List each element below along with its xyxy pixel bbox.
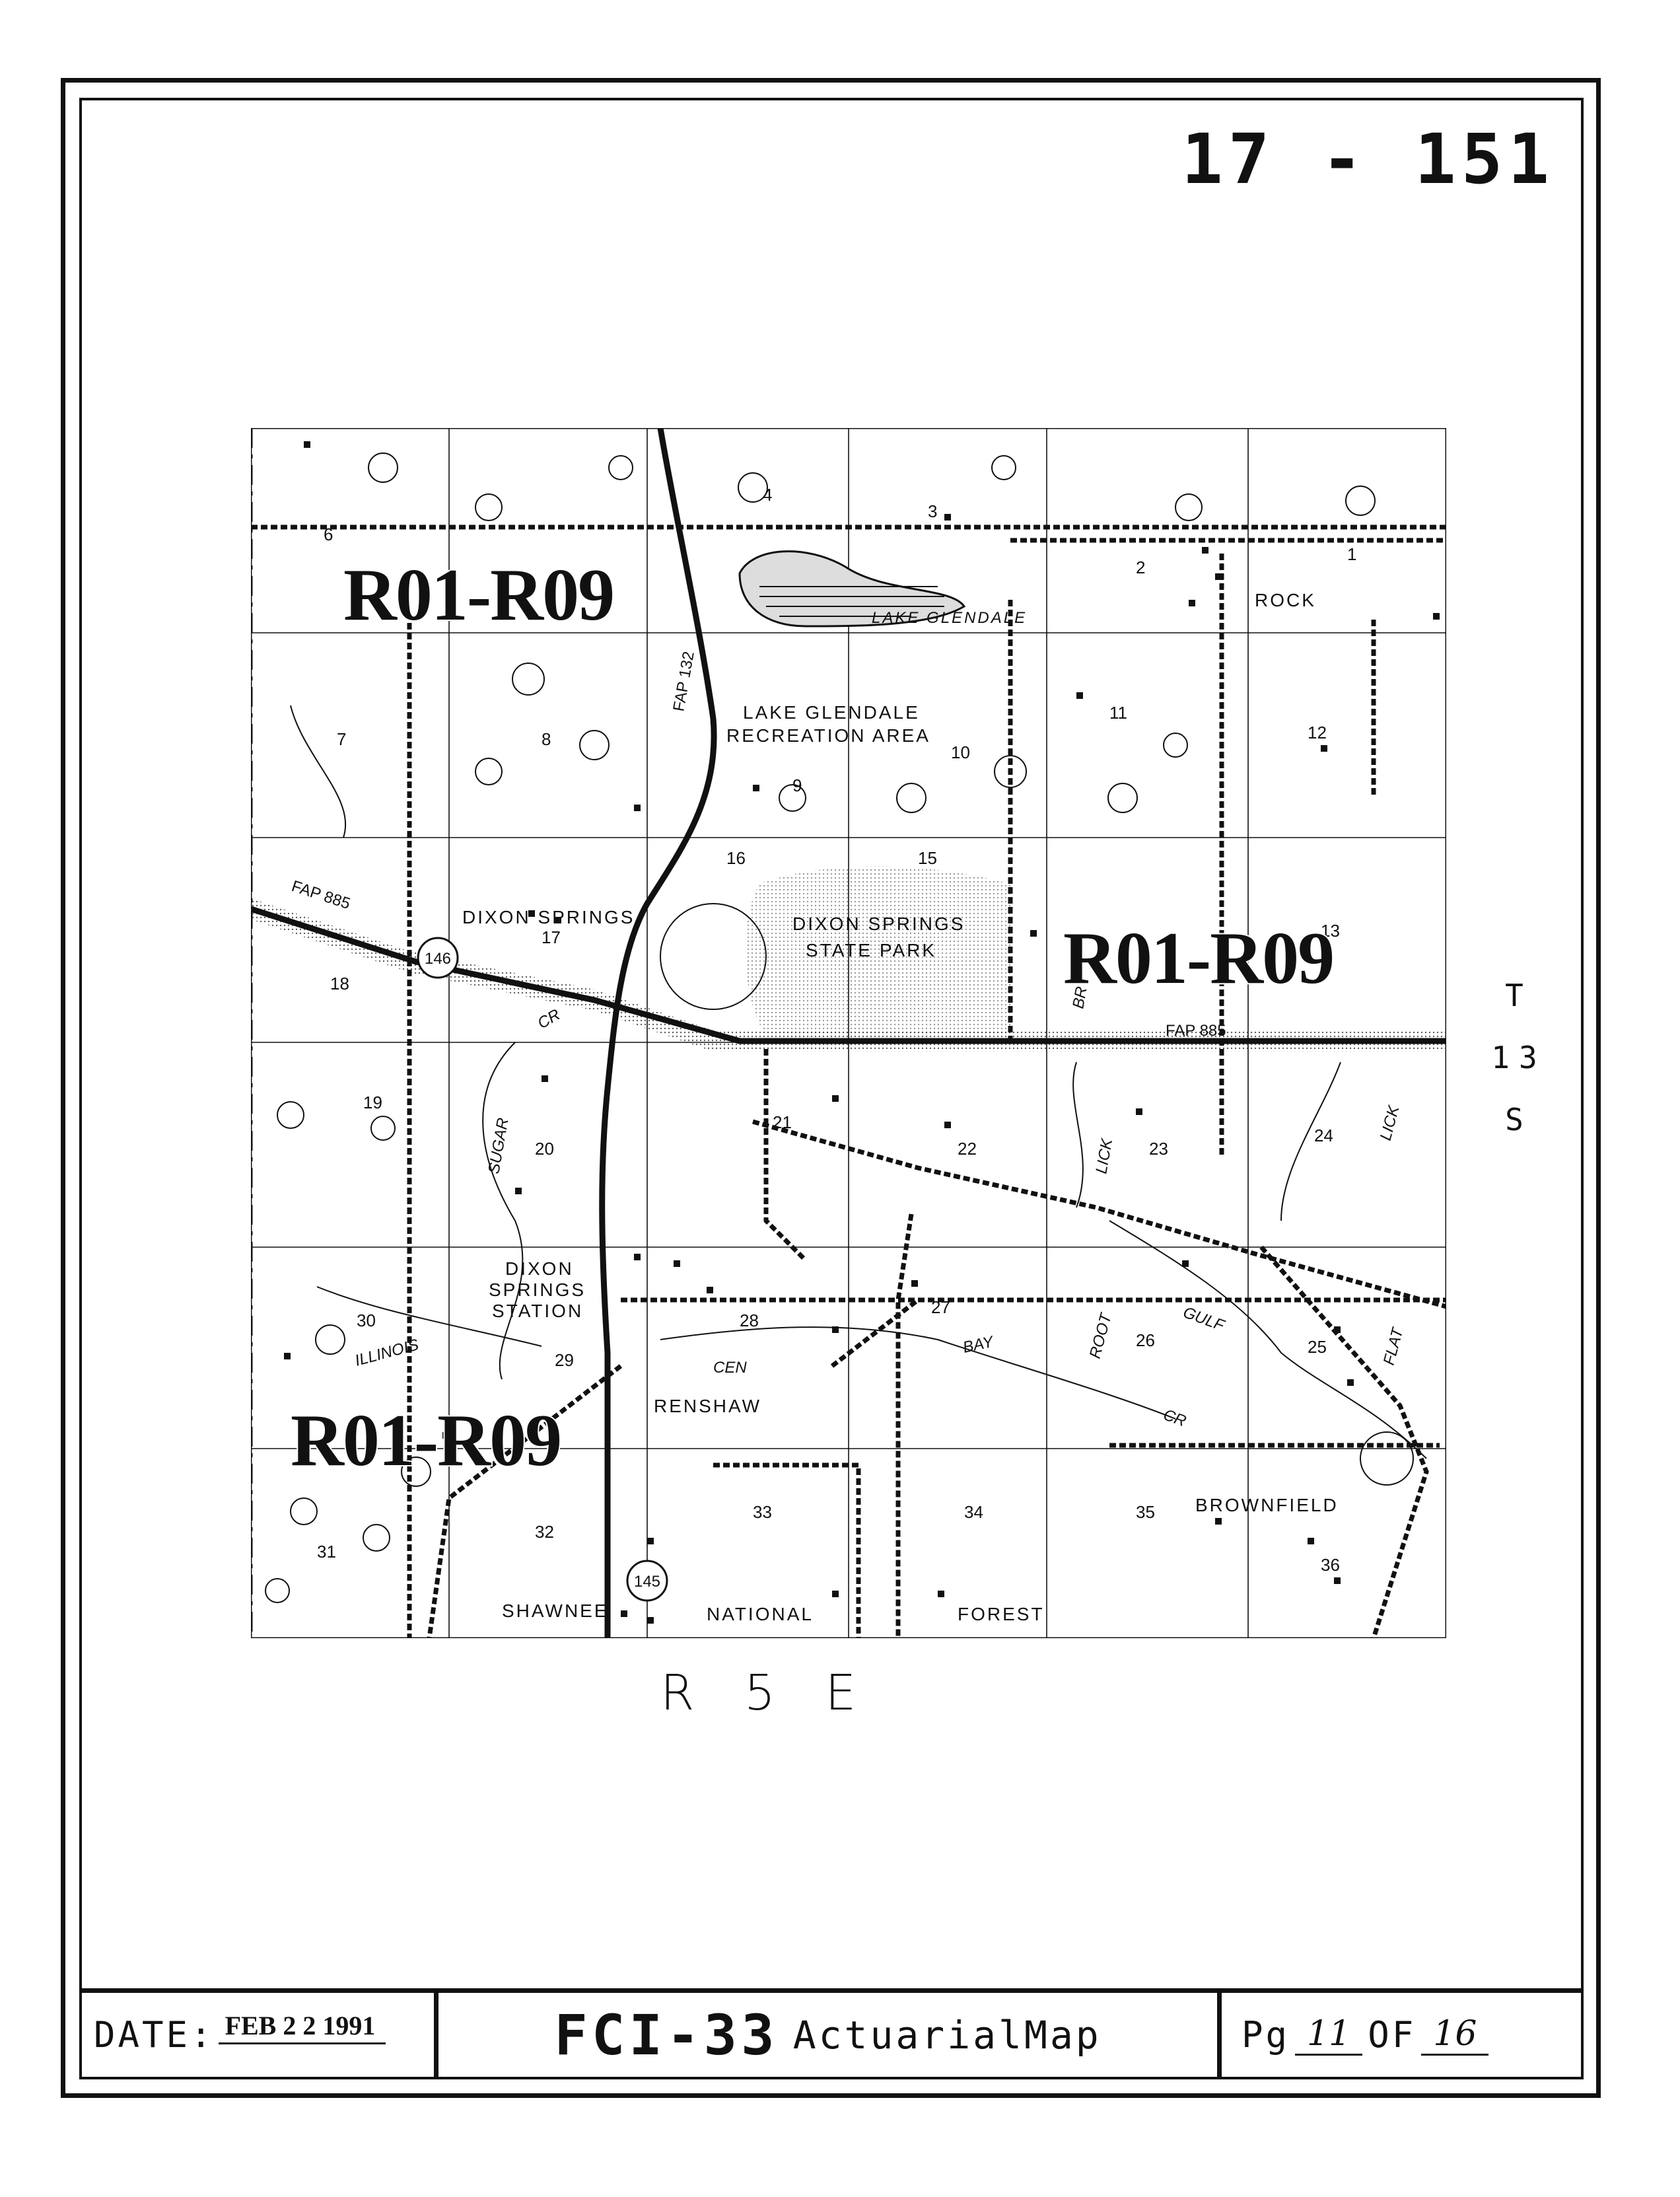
- section-number: 27: [931, 1297, 950, 1317]
- route-146-label: 146: [425, 950, 451, 968]
- place-station-2: SPRINGS: [489, 1279, 586, 1300]
- place-recreation-area-2: RECREATION AREA: [726, 725, 930, 746]
- section-number: 30: [357, 1311, 376, 1330]
- section-numbers: 1 2 3 4 6 7 8 9 10 11 12 13 15 16 17 18 …: [317, 485, 1356, 1575]
- section-number: 25: [1308, 1337, 1327, 1357]
- place-state-park-2: STATE PARK: [806, 940, 936, 960]
- brownfield-ring: [1360, 1431, 1414, 1486]
- place-state-park-1: DIXON SPRINGS: [792, 914, 965, 934]
- township-map: 1 2 3 4 6 7 8 9 10 11 12 13 15 16 17 18 …: [251, 428, 1446, 1638]
- section-number: 12: [1308, 723, 1327, 742]
- section-number: 24: [1314, 1126, 1333, 1145]
- state-park-area: [745, 866, 1010, 1036]
- section-number: 4: [763, 485, 772, 505]
- date-label: DATE:: [94, 2014, 215, 2056]
- route-145-shield: [626, 1560, 668, 1602]
- section-number: 31: [317, 1542, 336, 1562]
- place-dixon-springs: DIXON SPRINGS: [462, 907, 635, 927]
- section-number: 11: [1109, 703, 1127, 723]
- section-number: 2: [1136, 558, 1145, 577]
- section-number: 8: [542, 729, 551, 749]
- page-total: 16: [1421, 2014, 1489, 2056]
- section-number: 22: [958, 1139, 977, 1159]
- rating-stamps: R01-R09 R01-R09 R01-R09: [289, 553, 1336, 1483]
- fap-885-road: [251, 906, 1446, 1044]
- inner-frame: [79, 98, 1584, 2079]
- map-panel: 1 2 3 4 6 7 8 9 10 11 12 13 15 16 17 18 …: [251, 428, 1446, 1638]
- section-number: 35: [1136, 1502, 1155, 1522]
- section-number: 28: [740, 1311, 759, 1330]
- creek-br: BR: [1069, 986, 1090, 1011]
- stamp-northwest: R01-R09: [343, 554, 613, 636]
- lake-glendale: [738, 550, 966, 628]
- section-number: 36: [1321, 1555, 1340, 1575]
- section-number: 33: [753, 1502, 772, 1522]
- township-label: T 13 S: [1479, 964, 1558, 1151]
- place-station-1: DIXON: [505, 1258, 574, 1279]
- section-number: 1: [1347, 544, 1356, 564]
- place-national: NATIONAL: [707, 1604, 814, 1624]
- section-number: 17: [542, 927, 561, 947]
- section-number: 10: [951, 742, 970, 762]
- lake-hatch: [759, 586, 944, 617]
- section-number: 18: [330, 974, 349, 993]
- section-number: 32: [535, 1522, 554, 1542]
- township-letter: T: [1505, 978, 1533, 1013]
- route-145-label: 145: [634, 1573, 660, 1591]
- place-station-3: STATION: [492, 1301, 583, 1321]
- creeks: [290, 705, 1427, 1459]
- section-number: 9: [792, 775, 802, 795]
- place-recreation-area-1: LAKE GLENDALE: [743, 702, 920, 723]
- place-renshaw: RENSHAW: [654, 1396, 761, 1416]
- forest-areas: [265, 452, 1376, 1603]
- section-number: 23: [1149, 1139, 1168, 1159]
- section-number: 15: [918, 848, 937, 868]
- section-number: 6: [324, 524, 333, 544]
- place-lake-glendale: LAKE GLENDALE: [872, 609, 1027, 627]
- place-brownfield: BROWNFIELD: [1195, 1495, 1339, 1515]
- place-shawnee: SHAWNEE: [502, 1601, 609, 1621]
- buildings: [284, 441, 1440, 1624]
- creek-cen: CEN: [713, 1359, 747, 1377]
- section-number: 7: [337, 729, 346, 749]
- page-current: 11: [1295, 2014, 1363, 2056]
- page-label: Pg: [1242, 2014, 1290, 2056]
- section-number: 13: [1321, 921, 1340, 941]
- map-id: 17 - 151: [1181, 119, 1555, 199]
- stamp-east: R01-R09: [1063, 918, 1333, 999]
- section-number: 20: [535, 1139, 554, 1159]
- place-labels: ROCK LAKE GLENDALE LAKE GLENDALE RECREAT…: [462, 590, 1339, 1624]
- section-number: 34: [964, 1502, 983, 1522]
- section-number: 26: [1136, 1330, 1155, 1350]
- section-number: 19: [363, 1093, 382, 1112]
- section-number: 21: [773, 1112, 792, 1132]
- section-number: 16: [726, 848, 746, 868]
- place-forest: FOREST: [958, 1604, 1045, 1624]
- footer-date-cell: DATE: FEB 2 2 1991: [82, 1993, 438, 2077]
- range-label: R 5 E: [660, 1665, 874, 1721]
- date-value: FEB 2 2 1991: [218, 2010, 386, 2044]
- form-code: FCI-33: [554, 2002, 779, 2068]
- township-number: 13: [1491, 1040, 1547, 1075]
- fap-132-road: [599, 428, 717, 1638]
- outer-frame: [61, 78, 1601, 2098]
- section-number: 3: [928, 501, 937, 521]
- stamp-southwest: R01-R09: [291, 1400, 561, 1482]
- state-park-ring: [660, 903, 767, 1010]
- secondary-roads: [251, 524, 1446, 1638]
- township-direction: S: [1505, 1102, 1533, 1137]
- road-fap-885-east: FAP 885: [1166, 1022, 1226, 1040]
- form-title: ActuarialMap: [792, 2012, 1102, 2058]
- of-label: OF: [1368, 2014, 1417, 2056]
- section-number: 29: [555, 1350, 574, 1370]
- route-146-shield: [417, 937, 459, 979]
- footer-page-cell: Pg 11 OF 16: [1222, 1993, 1581, 2077]
- footer-title-cell: FCI-33 ActuarialMap: [438, 1993, 1222, 2077]
- footer-bar: DATE: FEB 2 2 1991 FCI-33 ActuarialMap P…: [82, 1988, 1581, 2077]
- place-rock: ROCK: [1255, 590, 1316, 610]
